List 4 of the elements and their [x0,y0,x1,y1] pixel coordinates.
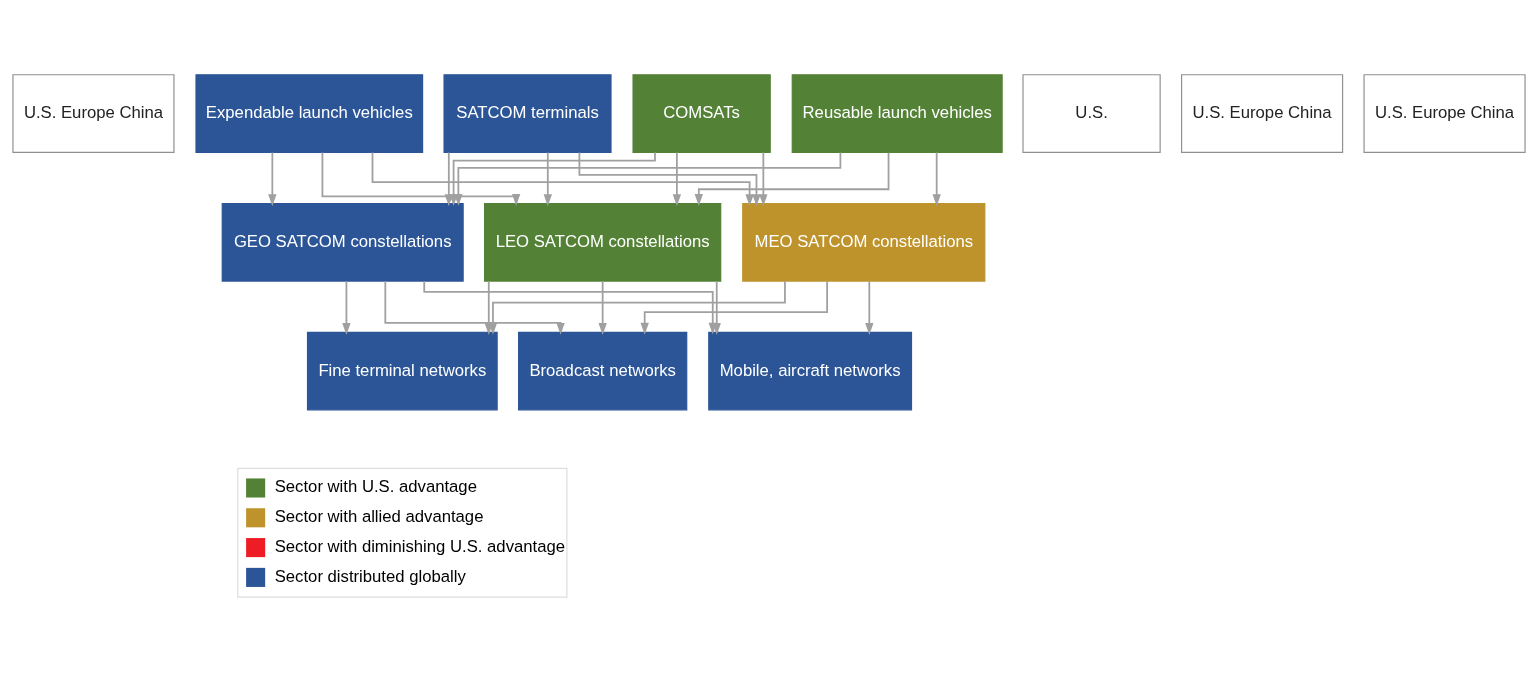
legend-label: Sector with allied advantage [274,506,484,526]
legend-label: Sector with diminishing U.S. advantage [274,536,566,556]
legend-label: Sector with U.S. advantage [274,476,477,496]
legend-label: Sector distributed globally [274,566,466,586]
